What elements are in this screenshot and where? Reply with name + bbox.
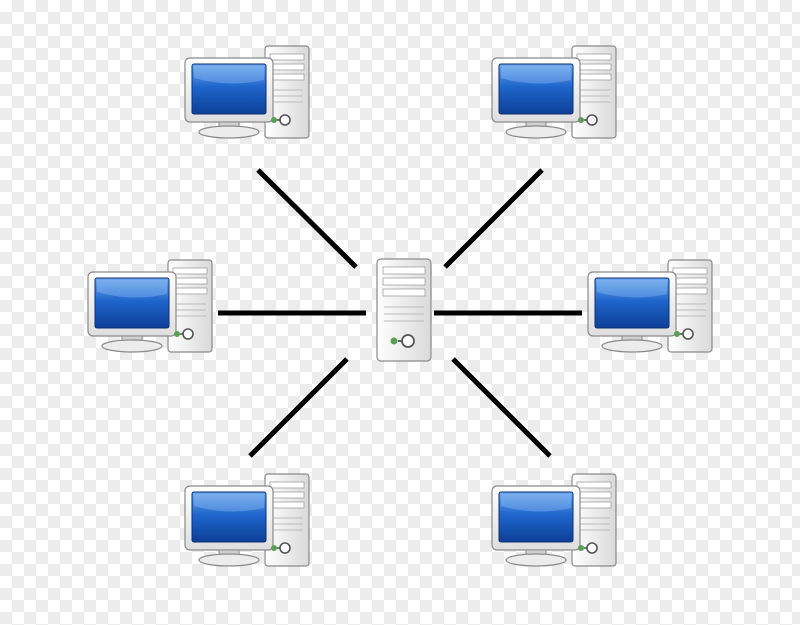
link-bottom-right xyxy=(451,357,552,458)
workstation-icon-top-right xyxy=(491,45,617,139)
link-top-right xyxy=(443,168,544,269)
workstation-icon-bottom-left xyxy=(184,473,310,567)
workstation-icon-top-left xyxy=(184,45,310,139)
link-top-left xyxy=(256,168,358,269)
connection-lines xyxy=(218,168,582,458)
server-tower-icon xyxy=(376,258,432,362)
workstation-icon-bottom-right xyxy=(491,473,617,567)
workstation-icon-middle-right xyxy=(587,259,713,353)
link-bottom-left xyxy=(248,357,349,458)
workstation-icon-middle-left xyxy=(87,259,213,353)
